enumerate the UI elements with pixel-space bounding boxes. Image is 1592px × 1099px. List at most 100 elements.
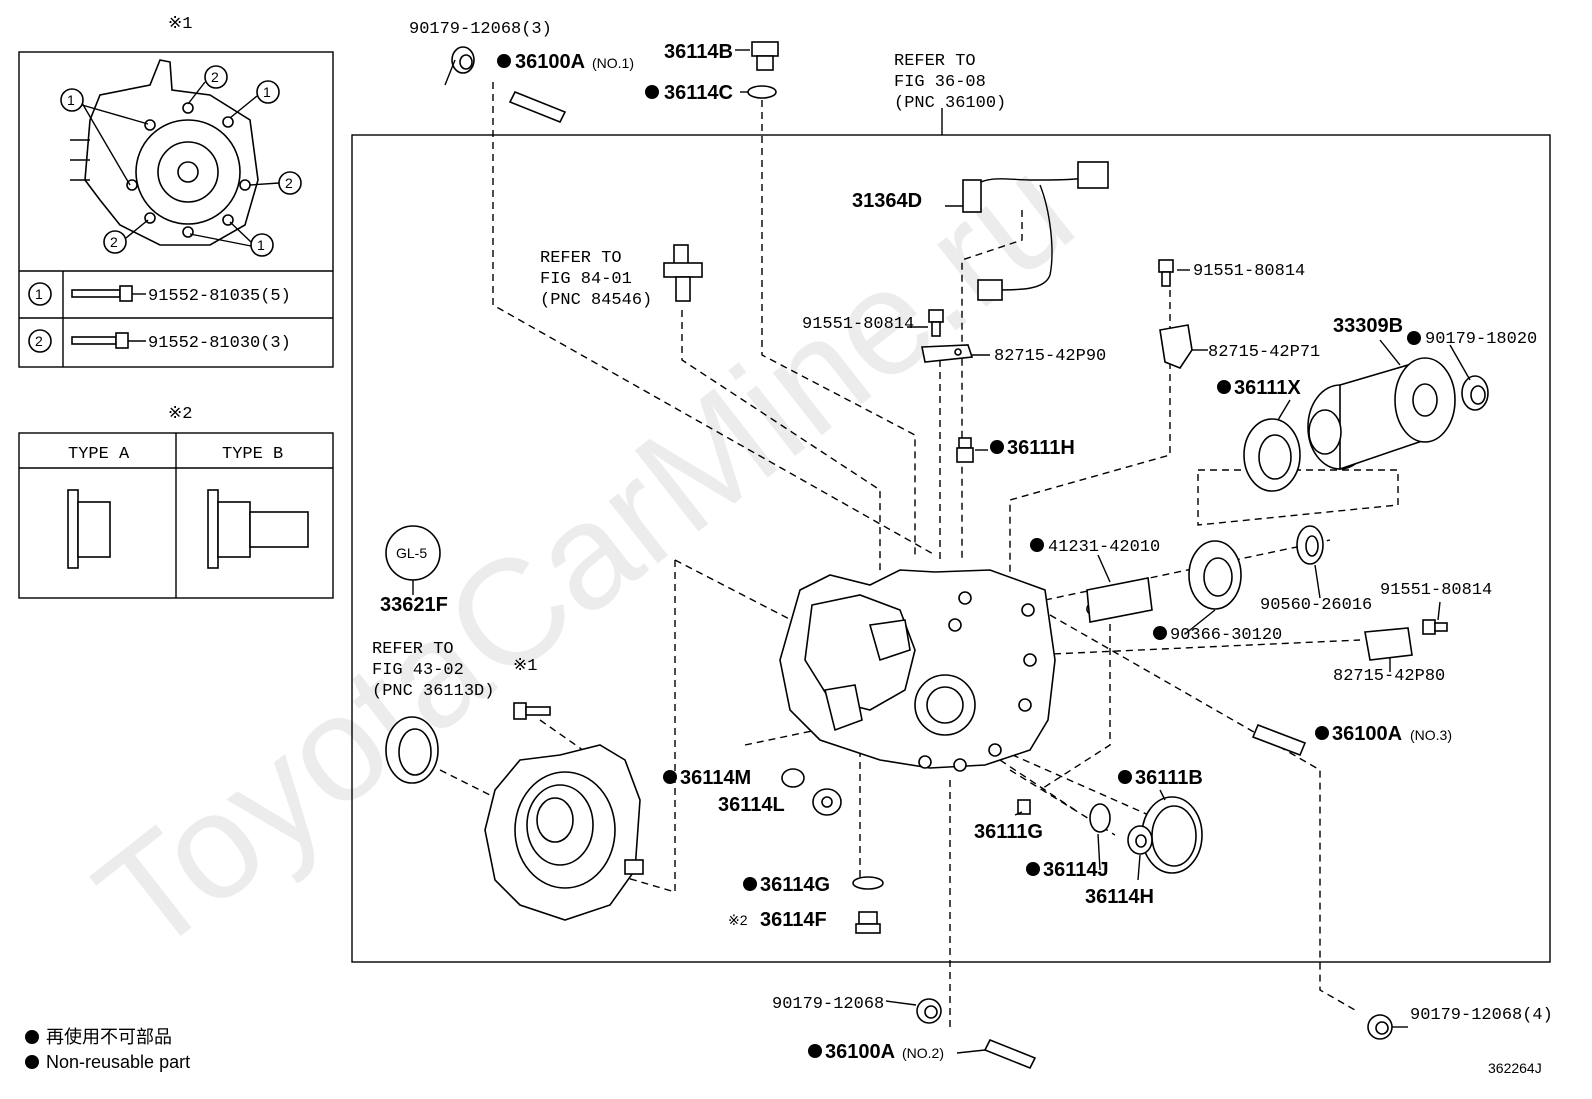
non-reusable-dot-icon <box>1030 538 1044 552</box>
svg-text:1: 1 <box>35 286 43 302</box>
side-housing <box>484 744 644 921</box>
non-reusable-dot-icon <box>1315 726 1329 740</box>
washer-90560 <box>1296 525 1324 565</box>
svg-text:2: 2 <box>285 175 293 191</box>
refer-2-line1: REFER TO <box>540 249 622 268</box>
label-91551-80814-b: 91551-80814 <box>1193 262 1305 281</box>
refer-3-line1: REFER TO <box>372 640 454 659</box>
housing-bolt <box>513 702 551 720</box>
plug-36114b <box>751 41 779 71</box>
label-36114c: 36114C <box>664 82 733 104</box>
inset-1: ※1 1 2 1 2 2 1 <box>18 15 334 368</box>
label-36111h: 36111H <box>1007 437 1075 459</box>
legend-en: Non-reusable part <box>46 1052 190 1072</box>
label-leaders <box>412 49 1471 1054</box>
label-33309b: 33309B <box>1333 315 1403 337</box>
bearing-90366 <box>1188 540 1242 610</box>
inset-callouts: 1 2 1 2 2 1 <box>60 65 302 257</box>
plug-36114f <box>855 911 881 934</box>
non-reusable-dot-icon <box>1118 770 1132 784</box>
pin-36111g <box>1017 799 1031 815</box>
nut-90179-bottom <box>916 998 942 1024</box>
label-90179-12068-bottom: 90179-12068 <box>772 995 884 1014</box>
main-assembly-frame <box>351 134 1551 963</box>
non-reusable-dot-icon <box>1217 380 1231 394</box>
svg-text:(NO.1): (NO.1) <box>592 55 634 71</box>
label-82715-42p71: 82715-42P71 <box>1208 343 1320 362</box>
plug-36114h <box>1127 825 1153 855</box>
label-90179-12068-3: 90179-12068(3) <box>409 20 552 39</box>
non-reusable-dot-icon <box>990 440 1004 454</box>
refer-1-line1: REFER TO <box>894 52 976 71</box>
stud-36100a-no2 <box>983 1038 1037 1070</box>
non-reusable-dot-icon <box>25 1055 39 1069</box>
label-36114l: 36114L <box>718 794 785 816</box>
refer-1-line3: (PNC 36100) <box>894 94 1006 113</box>
spacer-41231 <box>1086 577 1153 623</box>
wire-harness-31364d <box>962 161 1109 301</box>
stud-36100a-no1 <box>508 90 567 124</box>
svg-text:1: 1 <box>257 237 265 253</box>
non-reusable-dot-icon <box>663 770 677 784</box>
bolt-91551-c <box>1422 619 1448 635</box>
inset-1-frame <box>18 51 334 368</box>
svg-text:(NO.2): (NO.2) <box>902 1045 944 1061</box>
label-91551-80814-a: 91551-80814 <box>802 315 914 334</box>
refer-2-line3: (PNC 84546) <box>540 291 652 310</box>
part-labels: 90179-12068(3) 36100A (NO.1) 36114B 3611… <box>372 20 1553 1063</box>
inset-row-1: 1 91552-81035(5) <box>28 282 291 306</box>
label-36100a-no3: 36100A <box>1332 723 1402 745</box>
svg-text:GL-5: GL-5 <box>396 545 427 561</box>
plug-36114l <box>812 788 842 816</box>
label-36100a-no2: 36100A <box>825 1041 895 1063</box>
refer-1-line2: FIG 36-08 <box>894 73 986 92</box>
label-36114b: 36114B <box>664 41 733 63</box>
label-90366-30120: 90366-30120 <box>1170 626 1282 645</box>
diagram-id: 36226​4J <box>1488 1060 1542 1076</box>
label-90179-12068-4: 90179-12068(4) <box>1410 1006 1553 1025</box>
non-reusable-dot-icon <box>808 1044 822 1058</box>
type-b-plug-drawing <box>207 489 309 569</box>
type-a-heading: TYPE A <box>68 445 130 464</box>
companion-flange-33309b <box>1307 357 1456 471</box>
non-reusable-dot-icon <box>1026 862 1040 876</box>
label-41231-42010: 41231-42010 <box>1048 538 1160 557</box>
non-reusable-dot-icon <box>645 85 659 99</box>
oil-seal-36111x <box>1243 418 1301 492</box>
speed-sensor <box>663 244 703 302</box>
gl5-badge: GL-5 <box>385 525 441 581</box>
nut-90179-top <box>451 46 475 74</box>
svg-text:1: 1 <box>263 84 271 100</box>
non-reusable-dot-icon <box>497 54 511 68</box>
svg-text:2: 2 <box>110 234 118 250</box>
label-31364d: 31364D <box>852 190 922 212</box>
svg-text:1: 1 <box>67 92 75 108</box>
label-90179-18020: 90179-18020 <box>1425 330 1537 349</box>
gasket-36114m <box>781 768 805 788</box>
label-82715-42p90: 82715-42P90 <box>994 347 1106 366</box>
label-36111b: 36111B <box>1135 767 1203 789</box>
inset-2: ※2 TYPE A TYPE B <box>18 405 334 599</box>
label-36111g: 36111G <box>974 821 1043 843</box>
stud-36100a-no3 <box>1251 723 1307 757</box>
svg-text:2: 2 <box>211 69 219 85</box>
refer-2-line2: FIG 84-01 <box>540 270 632 289</box>
refer-3-line3: (PNC 36113D) <box>372 682 494 701</box>
non-reusable-dot-icon <box>1153 626 1167 640</box>
label-36100a-no1: 36100A <box>515 51 585 73</box>
inset-2-mark: ※2 <box>168 405 192 424</box>
label-36114j: 36114J <box>1043 859 1109 881</box>
bolt-91551-b <box>1158 259 1174 287</box>
non-reusable-dot-icon <box>25 1030 39 1044</box>
inset-housing-drawing <box>70 59 259 246</box>
label-33621f: 33621F <box>380 594 448 616</box>
bracket-82715-42p71 <box>1159 324 1193 369</box>
label-36114f: 36114F <box>760 909 827 931</box>
breather-36111h <box>956 437 974 463</box>
non-reusable-dot-icon <box>1407 331 1421 345</box>
svg-text:2: 2 <box>35 333 43 349</box>
label-82715-42p80: 82715-42P80 <box>1333 667 1445 686</box>
part-label-91552-81035: 91552-81035(5) <box>148 287 291 306</box>
type-a-plug-drawing <box>67 489 111 569</box>
bracket-82715-42p90 <box>921 344 974 363</box>
